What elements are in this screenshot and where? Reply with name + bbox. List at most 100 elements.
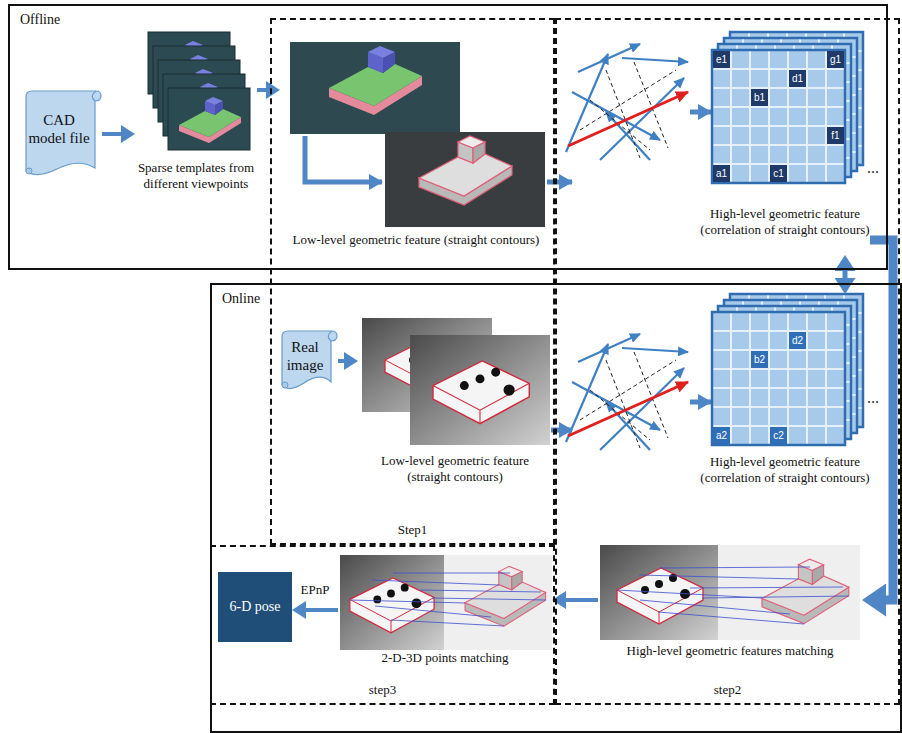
line-correlation-online	[566, 334, 688, 450]
figure-panel: Sparse templates from different viewpoin…	[135, 28, 257, 196]
point-matching-image	[340, 555, 552, 650]
grid-layer	[712, 312, 845, 445]
contour-vector	[622, 58, 688, 62]
ellipsis-mark: ...	[867, 390, 879, 406]
flow-connector	[300, 608, 338, 612]
correlation-line	[590, 100, 650, 150]
real-photo	[410, 335, 550, 445]
cell-label-holder: a2	[716, 431, 727, 441]
cell-label-holder: f1	[831, 131, 839, 141]
cell-label: a1	[716, 169, 727, 179]
figure-caption: High-level geometric feature (correlatio…	[700, 206, 870, 237]
ellipsis-holder: ...	[867, 390, 879, 406]
cell-label-holder: c2	[773, 431, 784, 441]
cell-label-holder: d2	[792, 336, 803, 346]
grid-marks	[713, 332, 806, 444]
cell-label: c1	[773, 169, 784, 179]
grid-mark	[713, 51, 730, 68]
flow-arrow	[690, 110, 711, 115]
grid-mark	[827, 127, 844, 144]
cell-label: g1	[830, 55, 841, 65]
grid-mark	[789, 332, 806, 349]
line-correlation	[566, 44, 688, 160]
template-stack	[148, 32, 250, 150]
template-render	[329, 46, 422, 115]
match-line	[658, 612, 804, 624]
scroll-text: Real image	[284, 338, 326, 374]
edge-label: EPnP	[300, 582, 331, 598]
flow-arrows	[547, 112, 711, 430]
grid-mark	[751, 89, 768, 106]
scroll-outline	[282, 331, 337, 389]
photo-part-use	[350, 578, 434, 633]
cell-label: a2	[716, 431, 727, 441]
match-line	[372, 580, 499, 585]
flow-connector	[560, 598, 598, 602]
match-lines	[617, 567, 849, 624]
match-line	[660, 567, 810, 568]
step-title: Step1	[398, 522, 428, 538]
contour-image	[385, 132, 545, 227]
flow-connector	[870, 240, 893, 600]
figure-panel: 2-D-3D points matching	[338, 553, 552, 678]
step-title: step2	[714, 682, 741, 698]
template-panel	[718, 545, 860, 640]
match-line	[702, 596, 849, 598]
match-line	[393, 573, 510, 574]
output-box: 6-D pose	[218, 572, 292, 642]
scroll-curl	[282, 382, 288, 388]
grid-marks	[713, 51, 844, 182]
grid-mark	[713, 427, 730, 444]
reference-vector	[568, 92, 688, 146]
figure-panel: High-level geometric feature (correlatio…	[700, 294, 870, 495]
flow-arrow	[305, 136, 382, 182]
match-line	[640, 600, 790, 614]
match-line	[690, 587, 843, 588]
correlation-line	[606, 70, 640, 158]
edge-label-holder: EPnP	[300, 582, 331, 598]
cell-label-holder: b1	[754, 93, 765, 103]
cell-label-holder: g1	[830, 55, 841, 65]
scroll-text: CAD model file	[28, 111, 90, 147]
real-photo	[340, 555, 444, 650]
region-title: Offline	[20, 12, 60, 28]
flow-connector	[102, 132, 127, 136]
ellipsis-mark: ...	[867, 160, 879, 176]
contour-vectors	[566, 44, 688, 160]
cell-label-holder: b2	[754, 355, 765, 365]
scroll-curl	[92, 91, 96, 101]
scroll-curl	[26, 168, 32, 174]
cell-label: e1	[716, 55, 727, 65]
correlation-line	[580, 70, 676, 130]
template-render	[762, 559, 849, 623]
match-lines	[350, 573, 546, 626]
flow-arrow	[547, 180, 572, 185]
figure-caption: Low-level geometric feature (straight co…	[358, 453, 552, 484]
cell-label-holder: d1	[792, 74, 803, 84]
contour-render	[419, 136, 512, 205]
contour-vector	[572, 92, 660, 140]
match-line	[420, 590, 541, 592]
grid-mark	[789, 70, 806, 87]
region-frame: OfflineCAD model file Sparse templates fr…	[8, 4, 888, 270]
flow-arrow	[690, 400, 711, 405]
document-scroll: Real image	[276, 328, 338, 394]
figure-caption: 2-D-3D points matching	[338, 650, 552, 666]
figure-caption: High-level geometric features matching	[598, 643, 862, 659]
grid-mark	[751, 351, 768, 368]
correlation-line	[634, 62, 668, 148]
offline-grid-stack	[712, 32, 863, 183]
scroll-outline	[26, 91, 101, 175]
template-image	[290, 42, 460, 134]
match-line	[375, 606, 491, 617]
online-low-level	[362, 318, 550, 445]
scroll-curl	[328, 331, 332, 341]
grid-mark	[713, 165, 730, 182]
grid-mark	[827, 51, 844, 68]
figure-panel: Low-level geometric feature (straight co…	[280, 38, 552, 268]
grid-mark	[770, 165, 787, 182]
